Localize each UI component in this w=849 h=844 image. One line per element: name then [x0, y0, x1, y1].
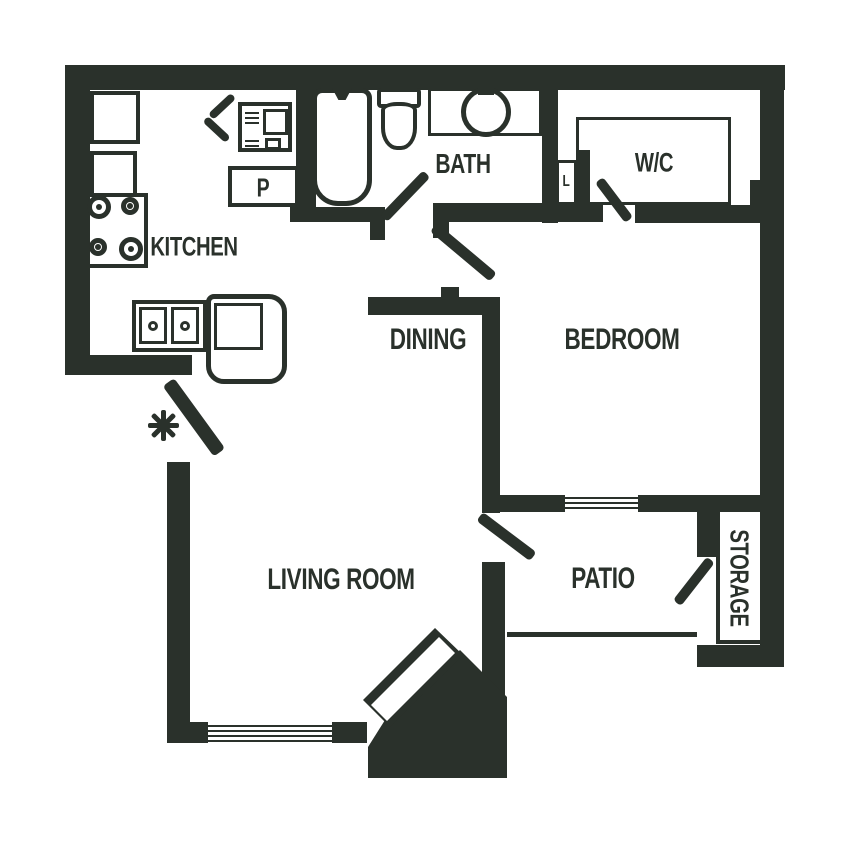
wall-wc-left [542, 90, 558, 223]
fireplace-mass [368, 650, 507, 778]
sink-drain [148, 321, 158, 331]
peninsula-counter [206, 294, 287, 384]
wall-bath-left [296, 90, 316, 222]
storage-door-leaf [673, 556, 715, 607]
bedroom-window [565, 495, 638, 512]
wall-living-left [167, 462, 190, 743]
control-line [245, 145, 259, 147]
bifold-door-lower [202, 116, 231, 143]
pantry-label: P [256, 172, 270, 203]
control-line [245, 112, 259, 114]
room-label-living-room: LIVING ROOM [267, 563, 415, 596]
room-label-dining: DINING [389, 323, 467, 356]
vanity-faucet [478, 87, 494, 95]
wall-dining-top [368, 297, 500, 315]
bifold-door-upper [208, 92, 237, 120]
window-line [565, 507, 638, 509]
wall-dining-bedroom [482, 297, 500, 513]
wall-wc-niche-stub [750, 180, 760, 205]
patio-door-leaf [476, 512, 537, 562]
control-line [245, 140, 259, 142]
wall-living-bottom-right [332, 722, 367, 743]
window-line [208, 725, 332, 727]
wall-top [65, 65, 785, 90]
window-line [208, 730, 332, 732]
room-label-bath: BATH [435, 148, 491, 179]
sink-basin [139, 307, 167, 344]
kitchen-sink [132, 300, 207, 352]
linen-closet [556, 160, 577, 205]
bedroom-door-leaf [429, 223, 497, 282]
wc-closet-outline [576, 117, 731, 205]
room-label-kitchen: KITCHEN [150, 231, 238, 262]
wall-storage-bottom [697, 645, 784, 667]
tub-faucet [332, 88, 352, 100]
bathtub [312, 88, 372, 206]
wall-hall-right [433, 203, 603, 222]
kitchen-cabinet [90, 151, 137, 199]
linen-label: L [562, 173, 570, 190]
counter-inner-line [214, 303, 263, 350]
wall-dining-notch [441, 287, 459, 297]
wall-linen-right [576, 150, 590, 205]
pantry-closet [228, 166, 299, 207]
control-line [245, 117, 259, 119]
window-line [208, 740, 332, 742]
sink-basin [171, 307, 199, 344]
wall-right [760, 65, 784, 667]
washer-dryer-unit [238, 102, 292, 152]
window-line [208, 735, 332, 737]
wall-hall-left [290, 207, 385, 222]
bath-door-leaf [380, 170, 431, 222]
window-line [565, 497, 638, 499]
storage-inner-wall-bottom [716, 640, 762, 644]
wall-wc-bottom [635, 205, 760, 223]
refrigerator [90, 91, 140, 144]
fireplace-firebox [371, 637, 455, 721]
wall-bedroom-bottom-left [492, 495, 565, 512]
window-line [565, 502, 638, 504]
dryer-vent [265, 138, 281, 150]
stove-burner [89, 238, 107, 256]
room-label-storage: STORAGE [724, 529, 755, 627]
burner-dot [95, 244, 101, 250]
burner-dot [128, 246, 134, 252]
control-line [245, 122, 259, 124]
sink-drain [180, 321, 190, 331]
corner-fireplace [363, 628, 507, 778]
light-fixture-symbol [148, 410, 179, 441]
wall-left [65, 65, 90, 375]
washer-door [263, 109, 288, 135]
wall-storage-left-stub [697, 508, 717, 557]
wall-living-bottom-left [167, 722, 208, 743]
room-label-patio: PATIO [571, 562, 635, 595]
stove-burner [119, 237, 143, 261]
burner-dot [127, 203, 133, 209]
wall-kitchen-bottom [65, 355, 192, 375]
wall-bedroom-bottom-right [638, 495, 760, 512]
room-label-wc: W/C [634, 147, 674, 178]
storage-inner-wall-left [716, 512, 720, 643]
stove-burner [121, 197, 139, 215]
burner-dot [96, 204, 102, 210]
stove-burner [87, 195, 111, 219]
room-label-bedroom: BEDROOM [564, 323, 680, 356]
living-room-window [208, 722, 332, 743]
patio-edge-line [507, 632, 697, 637]
toilet-bowl [381, 102, 417, 150]
